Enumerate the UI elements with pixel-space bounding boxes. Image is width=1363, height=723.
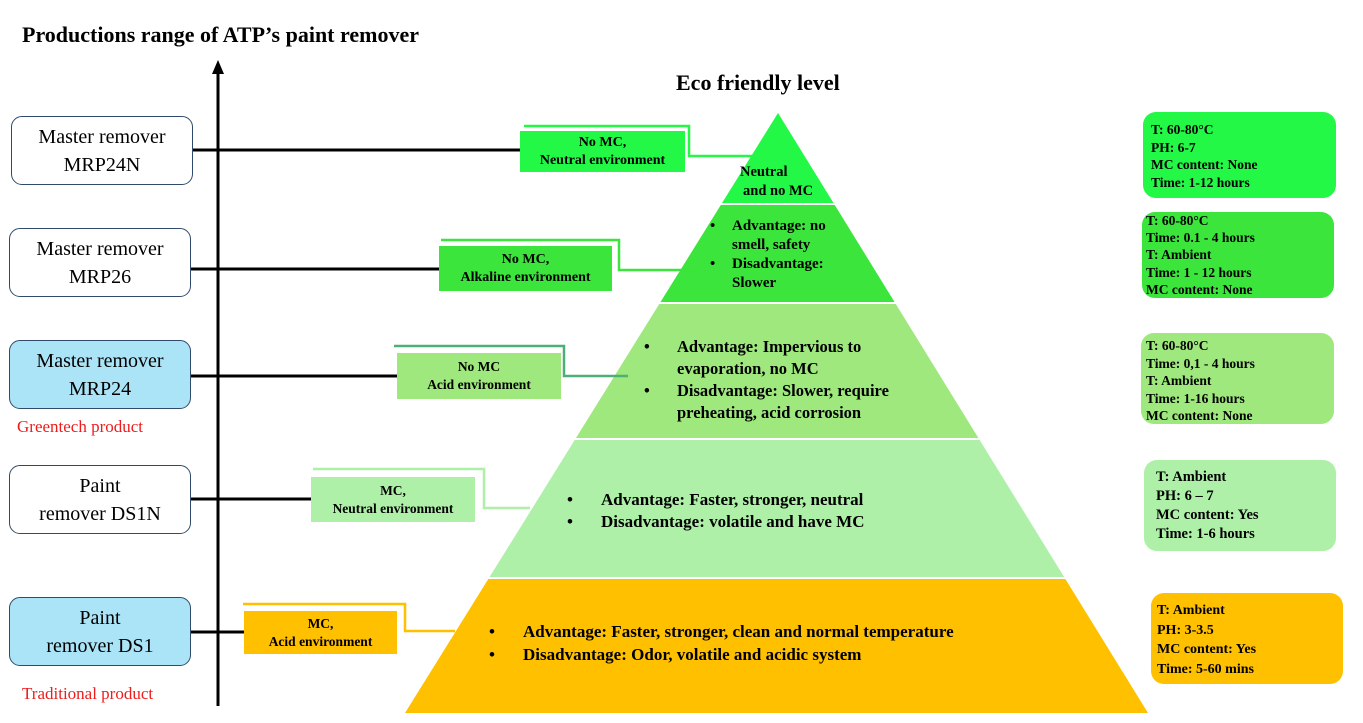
advantage-bullet: Advantage: no smell, safety [706,217,856,255]
product-name: Paint [79,474,121,497]
greentech-label: Greentech product [17,417,144,436]
spec-box-mrp26: T: 60-80°C Time: 0.1 - 4 hours T: Ambien… [1142,212,1334,298]
product-name: Master remover [38,125,166,148]
tier-2-text: Advantage: no smell, safety Disadvantage… [706,217,856,293]
advantage-bullet: Advantage: Impervious to evaporation, no… [640,336,940,380]
env-line: No MC, [578,134,627,150]
spec-line: MC content: Yes [1157,642,1257,657]
spec-box-ds1: T: Ambient PH: 3-3.5 MC content: Yes Tim… [1151,593,1343,684]
spec-line: T: Ambient [1157,603,1225,618]
spec-line: T: 60-80°C [1146,338,1209,353]
connector-line-1 [524,124,752,158]
tier-4-text: Advantage: Faster, stronger, neutral Dis… [563,489,943,533]
env-line: Acid environment [268,633,373,649]
spec-line: Time: 0.1 - 4 hours [1146,230,1255,246]
tier-1-text: Neutral and no MC [740,163,813,201]
product-arrows [169,146,520,636]
advantage-bullet: Advantage: Faster, stronger, clean and n… [485,620,1065,643]
tier-line: and no MC [743,183,814,199]
product-code: MRP24N [63,153,141,176]
product-name: Master remover [36,237,164,260]
spec-line: PH: 6-7 [1151,139,1196,155]
tier-5-text: Advantage: Faster, stronger, clean and n… [485,620,1065,666]
disadvantage-bullet: Disadvantage: Odor, volatile and acidic … [485,643,1065,666]
pyramid-title: Eco friendly level [676,70,840,95]
env-line: MC, [380,482,406,498]
spec-line: PH: 6 – 7 [1156,488,1214,504]
env-line: No MC, [501,251,550,267]
spec-line: T: Ambient [1146,247,1212,263]
advantage-bullet: Advantage: Faster, stronger, neutral [563,489,943,511]
env-label-acid-mc: MC, Acid environment [244,611,397,654]
spec-line: T: Ambient [1156,469,1227,485]
spec-line: T: 60-80°C [1146,213,1209,228]
spec-line: MC content: None [1146,408,1253,423]
env-line: MC, [307,615,334,631]
diagram-title: Productions range of ATP’s paint remover [22,22,419,47]
pyramid-tier-1 [722,113,834,203]
spec-box-ds1n: T: Ambient PH: 6 – 7 MC content: Yes Tim… [1144,460,1336,551]
spec-line: T: 60-80°C [1151,122,1214,137]
spec-box-mrp24n: T: 60-80°C PH: 6-7 MC content: None Time… [1143,112,1336,198]
connector-line-3 [394,344,628,378]
env-line: No MC [457,359,501,374]
connector-line-5 [243,602,455,633]
product-code: remover DS1N [39,502,161,525]
spec-box-mrp24: T: 60-80°C Time: 0,1 - 4 hours T: Ambien… [1141,333,1334,424]
disadvantage-bullet: Disadvantage: Slower, require preheating… [640,380,940,424]
env-line: Neutral environment [539,152,666,168]
spec-line: MC content: Yes [1156,507,1259,523]
spec-line: Time: 1-12 hours [1151,174,1250,190]
axis-arrow-icon [212,60,224,74]
env-label-alkaline-no-mc: No MC, Alkaline environment [439,246,612,291]
tier-3-text: Advantage: Impervious to evaporation, no… [640,336,940,424]
spec-line: Time: 1-16 hours [1146,390,1245,406]
connector-line-4 [313,467,530,510]
product-box-ds1[interactable]: Paint remover DS1 [9,597,191,666]
spec-line: Time: 1-6 hours [1156,526,1255,542]
disadvantage-bullet: Disadvantage: volatile and have MC [563,511,943,533]
disadvantage-bullet: Disadvantage: Slower [706,255,856,293]
env-line: Alkaline environment [460,269,591,285]
spec-line: Time: 5-60 mins [1157,661,1254,677]
product-code: MRP26 [68,265,132,288]
env-label-acid-no-mc: No MC Acid environment [397,353,561,399]
spec-line: Time: 1 - 12 hours [1146,264,1252,280]
product-code: remover DS1 [46,634,154,657]
connector-line-2 [441,238,700,272]
spec-line: PH: 3-3.5 [1157,622,1214,638]
spec-line: T: Ambient [1146,373,1212,388]
env-label-neutral-mc: MC, Neutral environment [311,477,475,522]
traditional-label: Traditional product [22,684,154,703]
env-line: Neutral environment [332,500,454,516]
tier-line: Neutral [740,164,788,180]
spec-line: MC content: None [1151,157,1258,172]
product-name: Master remover [36,349,164,372]
product-name: Paint [79,606,121,629]
spec-line: MC content: None [1146,281,1253,297]
env-line: Acid environment [427,377,531,392]
env-label-neutral-no-mc: No MC, Neutral environment [520,131,685,172]
product-box-ds1n[interactable]: Paint remover DS1N [9,465,191,534]
product-code: MRP24 [68,377,132,400]
spec-line: Time: 0,1 - 4 hours [1146,355,1255,371]
connectors [243,124,752,633]
